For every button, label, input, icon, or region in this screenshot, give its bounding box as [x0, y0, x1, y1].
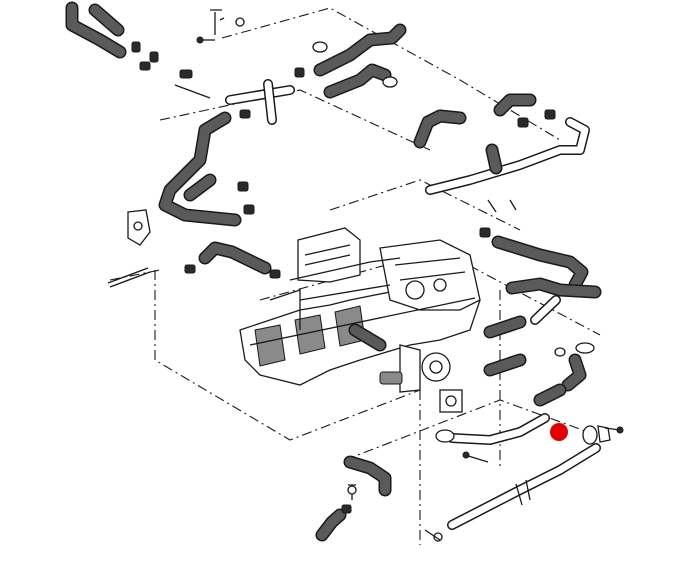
left-large-hose [158, 111, 255, 227]
upper-bolts [196, 9, 245, 44]
pulley [379, 344, 451, 393]
left-bracket [127, 209, 151, 246]
highlight-marker [550, 423, 568, 441]
upper-center-hoses [294, 23, 407, 99]
long-lower-pipe [424, 443, 601, 542]
right-flange [582, 425, 624, 445]
lower-left-hoses [315, 455, 392, 542]
right-middle-hose [479, 227, 602, 299]
upper-left-hose [65, 1, 159, 63]
lower-curved-pipe [435, 389, 550, 463]
left-lever [107, 267, 151, 288]
right-fittings [530, 295, 595, 407]
upper-right-pipe [413, 93, 590, 213]
left-tee-fitting [139, 61, 295, 125]
engine-side-hoses [184, 241, 527, 377]
